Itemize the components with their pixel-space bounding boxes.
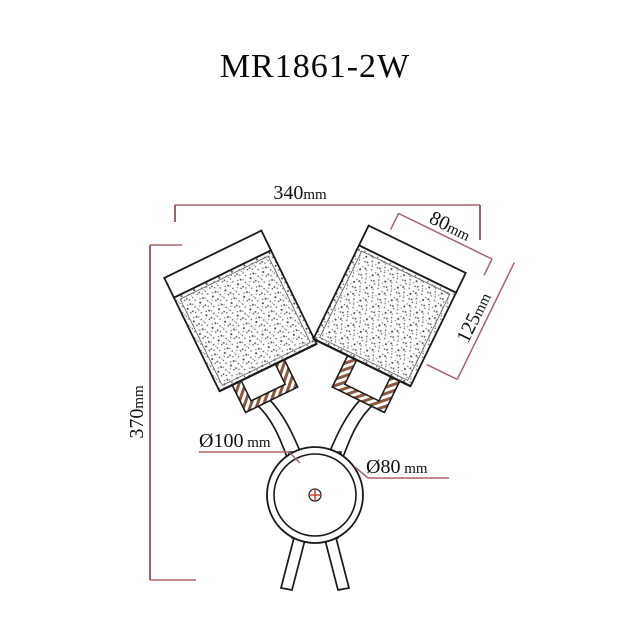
right-socket-fitting	[331, 346, 405, 414]
dimension-overall-height: 370mm	[126, 244, 196, 581]
right-shade-bottom-rim	[312, 337, 411, 388]
right-lamp-shade	[312, 224, 467, 388]
right-lamp-assembly	[312, 224, 467, 461]
dimension-overall-width: 340mm	[174, 182, 481, 240]
dimension-base-outer-diameter: Ø100 mm	[199, 430, 301, 464]
dimension-line-125	[456, 262, 515, 380]
dimension-base-inner-diameter: Ø80 mm	[354, 456, 449, 479]
base-center-mark	[308, 488, 322, 502]
extension-tick-125-bottom	[426, 363, 458, 381]
extension-tick-80-left	[389, 213, 400, 230]
dimension-label-80: 80mm	[426, 207, 475, 246]
left-lamp-shade	[163, 229, 318, 393]
circular-base-plate	[266, 446, 364, 591]
left-lamp-assembly	[163, 229, 318, 461]
dimension-label-370: 370mm	[126, 385, 148, 439]
page-title: MR1861-2W	[220, 48, 410, 85]
left-shade-inner-line	[179, 255, 311, 387]
left-shade-bottom-rim	[219, 342, 318, 393]
dimension-line-80	[398, 212, 493, 260]
leader-elbow-d80	[354, 466, 369, 479]
leader-elbow-d100	[288, 451, 301, 464]
dimension-label-125: 125mm	[453, 288, 496, 346]
dimension-label-d80: Ø80 mm	[366, 456, 428, 478]
extension-tick-80-right	[483, 258, 493, 276]
right-shade-inner-line	[319, 250, 451, 382]
dimension-label-340: 340mm	[273, 182, 327, 204]
dimension-label-d100: Ø100 mm	[199, 430, 271, 452]
